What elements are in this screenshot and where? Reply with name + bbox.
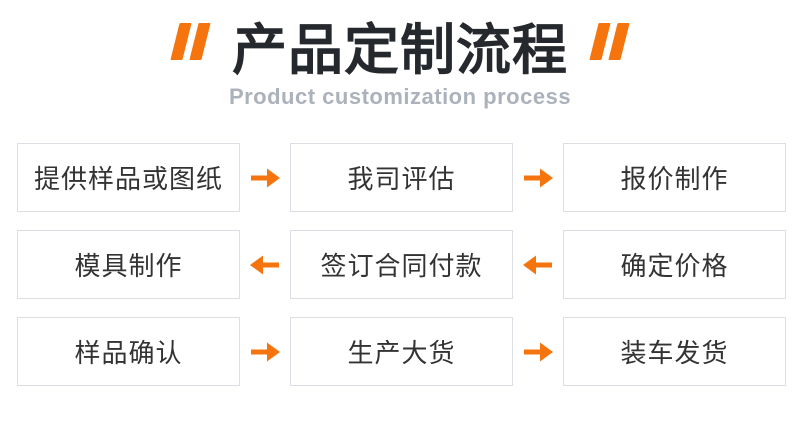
step-label: 生产大货 xyxy=(347,338,456,368)
step-label: 装车发货 xyxy=(620,338,729,368)
step-label: 样品确认 xyxy=(74,338,183,368)
step-box-sample-confirmation: 样品确认 xyxy=(17,317,240,386)
open-quote-icon xyxy=(170,20,211,60)
page-title: 产品定制流程 xyxy=(231,19,568,81)
page-subtitle: Product customization process xyxy=(228,84,572,109)
step-box-company-evaluation: 我司评估 xyxy=(290,143,513,212)
process-flow-diagram: 提供样品或图纸 我司评估 报价制作 xyxy=(17,143,786,386)
flow-row-2: 模具制作 签订合同付款 确定价格 xyxy=(17,230,786,299)
step-box-provide-sample: 提供样品或图纸 xyxy=(17,143,240,212)
step-box-load-and-ship: 装车发货 xyxy=(563,317,786,386)
arrow-left-icon xyxy=(240,230,290,299)
step-box-mold-making: 模具制作 xyxy=(17,230,240,299)
arrow-right-icon xyxy=(513,143,563,212)
step-label: 提供样品或图纸 xyxy=(33,164,223,194)
step-label: 我司评估 xyxy=(347,164,456,194)
step-label: 签订合同付款 xyxy=(320,251,483,281)
flow-row-3: 样品确认 生产大货 装车发货 xyxy=(17,317,786,386)
arrow-right-icon xyxy=(240,317,290,386)
step-box-quotation: 报价制作 xyxy=(563,143,786,212)
title-row: 产品定制流程 xyxy=(0,20,800,80)
step-box-mass-production: 生产大货 xyxy=(290,317,513,386)
arrow-left-icon xyxy=(513,230,563,299)
close-quote-icon xyxy=(589,20,630,60)
arrow-right-icon xyxy=(240,143,290,212)
step-box-confirm-price: 确定价格 xyxy=(563,230,786,299)
step-box-sign-contract-payment: 签订合同付款 xyxy=(290,230,513,299)
step-label: 报价制作 xyxy=(620,164,729,194)
header: 产品定制流程 Product customization process xyxy=(0,0,800,109)
arrow-right-icon xyxy=(513,317,563,386)
step-label: 确定价格 xyxy=(620,251,729,281)
step-label: 模具制作 xyxy=(74,251,183,281)
flow-row-1: 提供样品或图纸 我司评估 报价制作 xyxy=(17,143,786,212)
